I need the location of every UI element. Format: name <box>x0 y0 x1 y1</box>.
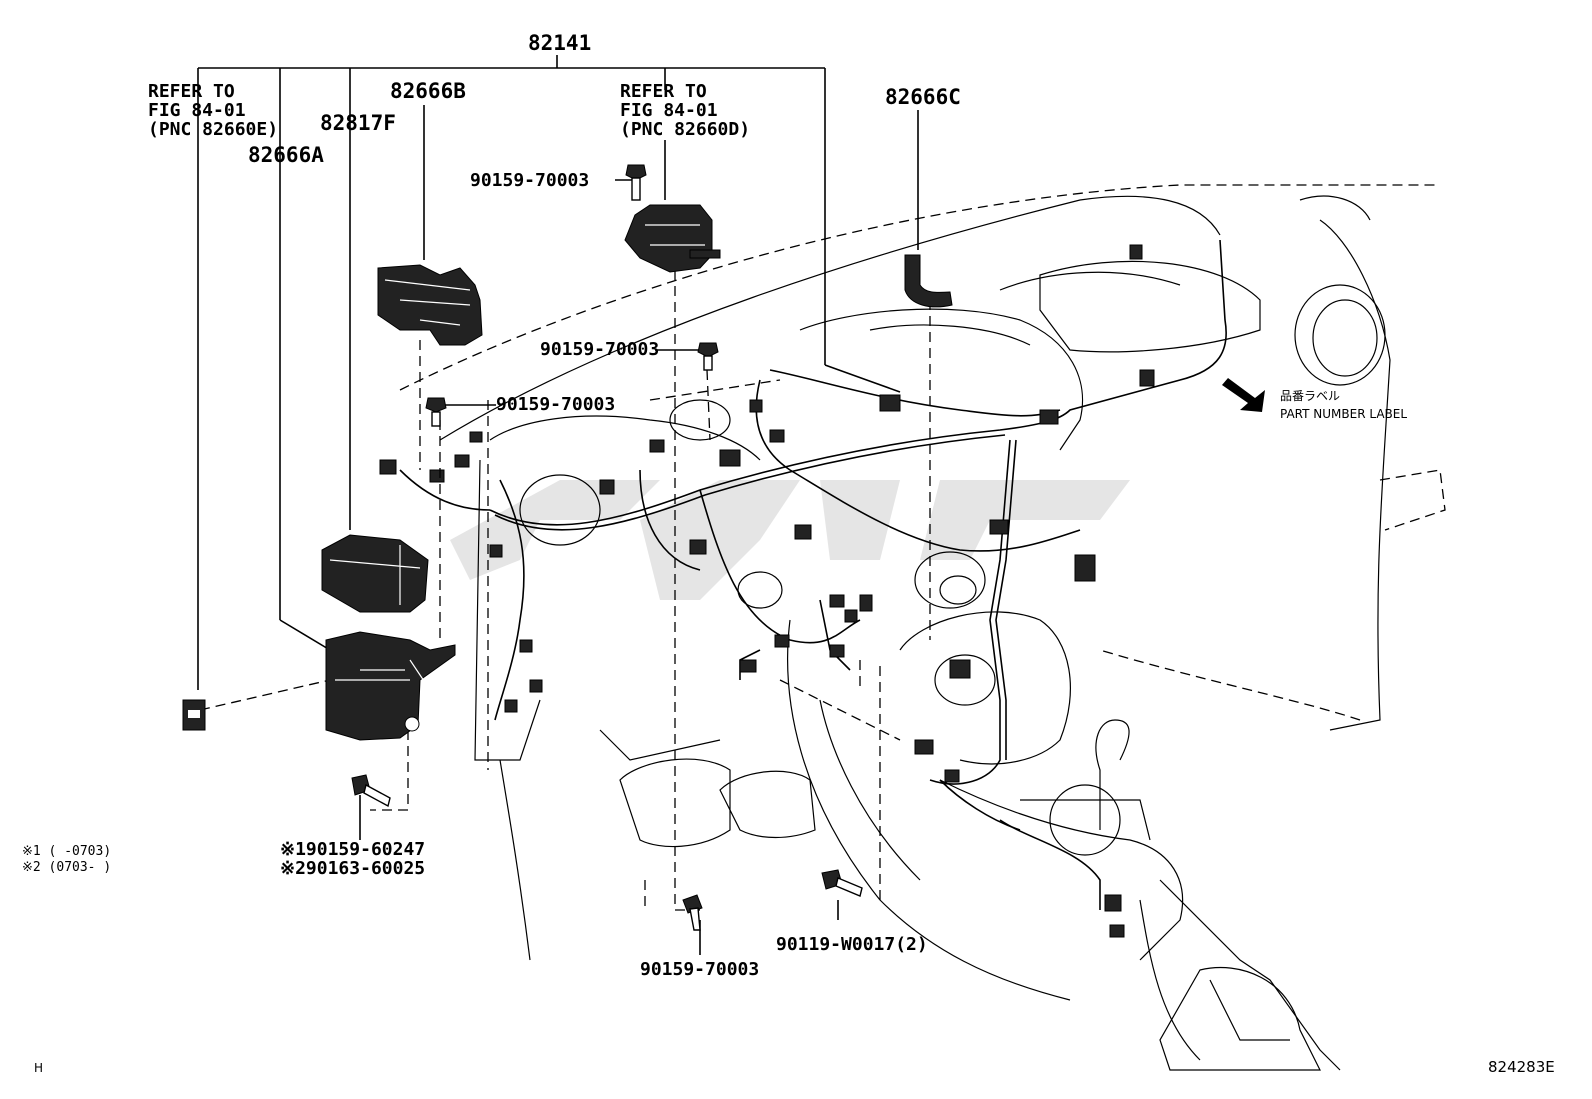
bolt-icon <box>631 177 641 201</box>
connector-icon <box>469 431 483 443</box>
junction-box-82817f <box>321 534 429 613</box>
connector-icon <box>1129 244 1143 260</box>
figure-id: 824283E <box>1488 1058 1555 1076</box>
connector-icon <box>879 394 901 412</box>
label-82666b: 82666B <box>390 79 466 103</box>
connector-icon <box>504 699 518 713</box>
connector-icon <box>774 634 790 648</box>
connector-icon <box>1074 554 1096 582</box>
label-bolt-bottom: 90159-70003 <box>640 959 759 980</box>
part-label-en: PART NUMBER LABEL <box>1280 407 1407 421</box>
connector-82660e <box>182 699 206 731</box>
connector-82660d <box>624 204 721 273</box>
connector-icon <box>914 739 934 755</box>
connector-icon <box>719 449 741 467</box>
relay-box-82666a <box>325 631 456 741</box>
connector-icon <box>489 544 503 558</box>
label-bolt-top: 90159-70003 <box>470 170 589 191</box>
dashboard-outline <box>399 184 1446 1071</box>
arrow-icon <box>1222 378 1265 412</box>
connector-icon <box>529 679 543 693</box>
label-82141: 82141 <box>528 31 591 55</box>
assembly-lines <box>199 270 931 911</box>
watermark <box>450 480 1130 600</box>
connector-icon <box>1139 369 1155 387</box>
connector-icon <box>949 659 971 679</box>
label-bolt-mid: 90159-70003 <box>540 339 659 360</box>
bolt-icon <box>703 355 713 371</box>
bolt-icon <box>425 397 447 413</box>
bolts <box>351 164 863 931</box>
connector-icon <box>454 454 470 468</box>
connector-icon <box>769 429 785 443</box>
refer-left-line1: REFER TO <box>148 81 235 102</box>
leader-lines <box>197 55 919 955</box>
bolt-icon <box>689 907 701 931</box>
connector-icon <box>739 659 757 673</box>
connector-icon <box>519 639 533 653</box>
bolt-icon <box>697 342 719 358</box>
label-82666a: 82666A <box>248 143 324 167</box>
label-bolt-note2: ※290163-60025 <box>280 858 425 879</box>
bolt-icon <box>625 164 647 181</box>
label-bolt-note1: ※190159-60247 <box>280 839 425 860</box>
bolt-icon <box>363 783 391 808</box>
label-82666c: 82666C <box>885 85 961 109</box>
bolt-icon <box>431 411 441 427</box>
relay-block-82666b <box>377 264 483 346</box>
wire-harness <box>399 239 1227 910</box>
refer-left-line3: (PNC 82660E) <box>148 119 278 140</box>
connector-icon <box>829 594 845 608</box>
bolt-icon <box>835 877 863 897</box>
connector-icon <box>749 399 763 413</box>
connector-icon <box>859 594 873 612</box>
connector-icon <box>1109 924 1125 938</box>
connector-icon <box>689 539 707 555</box>
label-82817f: 82817F <box>320 111 396 135</box>
refer-mid-line3: (PNC 82660D) <box>620 119 750 140</box>
pipe-82666c <box>904 254 953 308</box>
note-1: ※1 ( -0703) <box>22 844 111 859</box>
connectors <box>379 244 1155 938</box>
connector-icon <box>649 439 665 453</box>
refer-mid-line1: REFER TO <box>620 81 707 102</box>
connector-icon <box>429 469 445 483</box>
connector-icon <box>1039 409 1059 425</box>
refer-mid-line2: FIG 84-01 <box>620 100 718 121</box>
connector-icon <box>1104 894 1122 912</box>
corner-mark: H <box>34 1061 43 1075</box>
part-label-jp: 品番ラベル <box>1280 389 1340 403</box>
connector-icon <box>844 609 858 623</box>
connector-icon <box>829 644 845 658</box>
label-bolt-left: 90159-70003 <box>496 394 615 415</box>
connector-icon <box>794 524 812 540</box>
label-bolt-bottom-right: 90119-W0017(2) <box>776 934 928 955</box>
note-2: ※2 (0703- ) <box>22 860 111 875</box>
connector-icon <box>989 519 1009 535</box>
connector-icon <box>944 769 960 783</box>
refer-left-line2: FIG 84-01 <box>148 100 246 121</box>
connector-icon <box>599 479 615 495</box>
connector-icon <box>379 459 397 475</box>
